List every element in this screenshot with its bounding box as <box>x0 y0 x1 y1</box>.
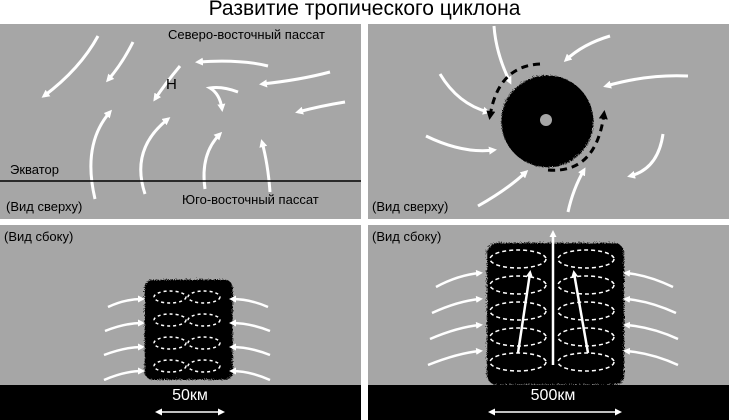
diagram-title: Развитие тропического циклона <box>208 0 521 20</box>
scale-label-50km: 50км <box>172 387 208 404</box>
scale-label-500km: 500км <box>530 387 576 404</box>
view-label: (Вид сбоку) <box>372 229 442 244</box>
low-pressure-label: Н <box>166 76 177 93</box>
view-label: (Вид сверху) <box>372 199 449 214</box>
cyclone-top-view <box>425 25 689 213</box>
panel-cyclone-top: (Вид сверху) <box>368 24 729 219</box>
panel-storm-side-small: (Вид сбоку) <box>0 225 361 385</box>
view-label: (Вид сверху) <box>6 199 83 214</box>
view-label: (Вид сбоку) <box>4 229 74 244</box>
scale-arrow-right <box>488 408 622 416</box>
equator-label: Экватор <box>10 162 60 177</box>
cyclone-eye <box>540 114 552 126</box>
trade-wind-arrows <box>0 35 361 200</box>
storm-side-large <box>427 230 679 383</box>
panel-trade-winds: Северо-восточный пассат Н Экватор Юго-во… <box>0 24 361 219</box>
ne-trade-label: Северо-восточный пассат <box>168 27 325 42</box>
se-trade-label: Юго-восточный пассат <box>182 192 319 207</box>
panel-storm-side-large: (Вид сбоку) <box>368 225 729 385</box>
storm-side-small <box>103 278 271 382</box>
scale-arrow-left <box>155 408 225 416</box>
